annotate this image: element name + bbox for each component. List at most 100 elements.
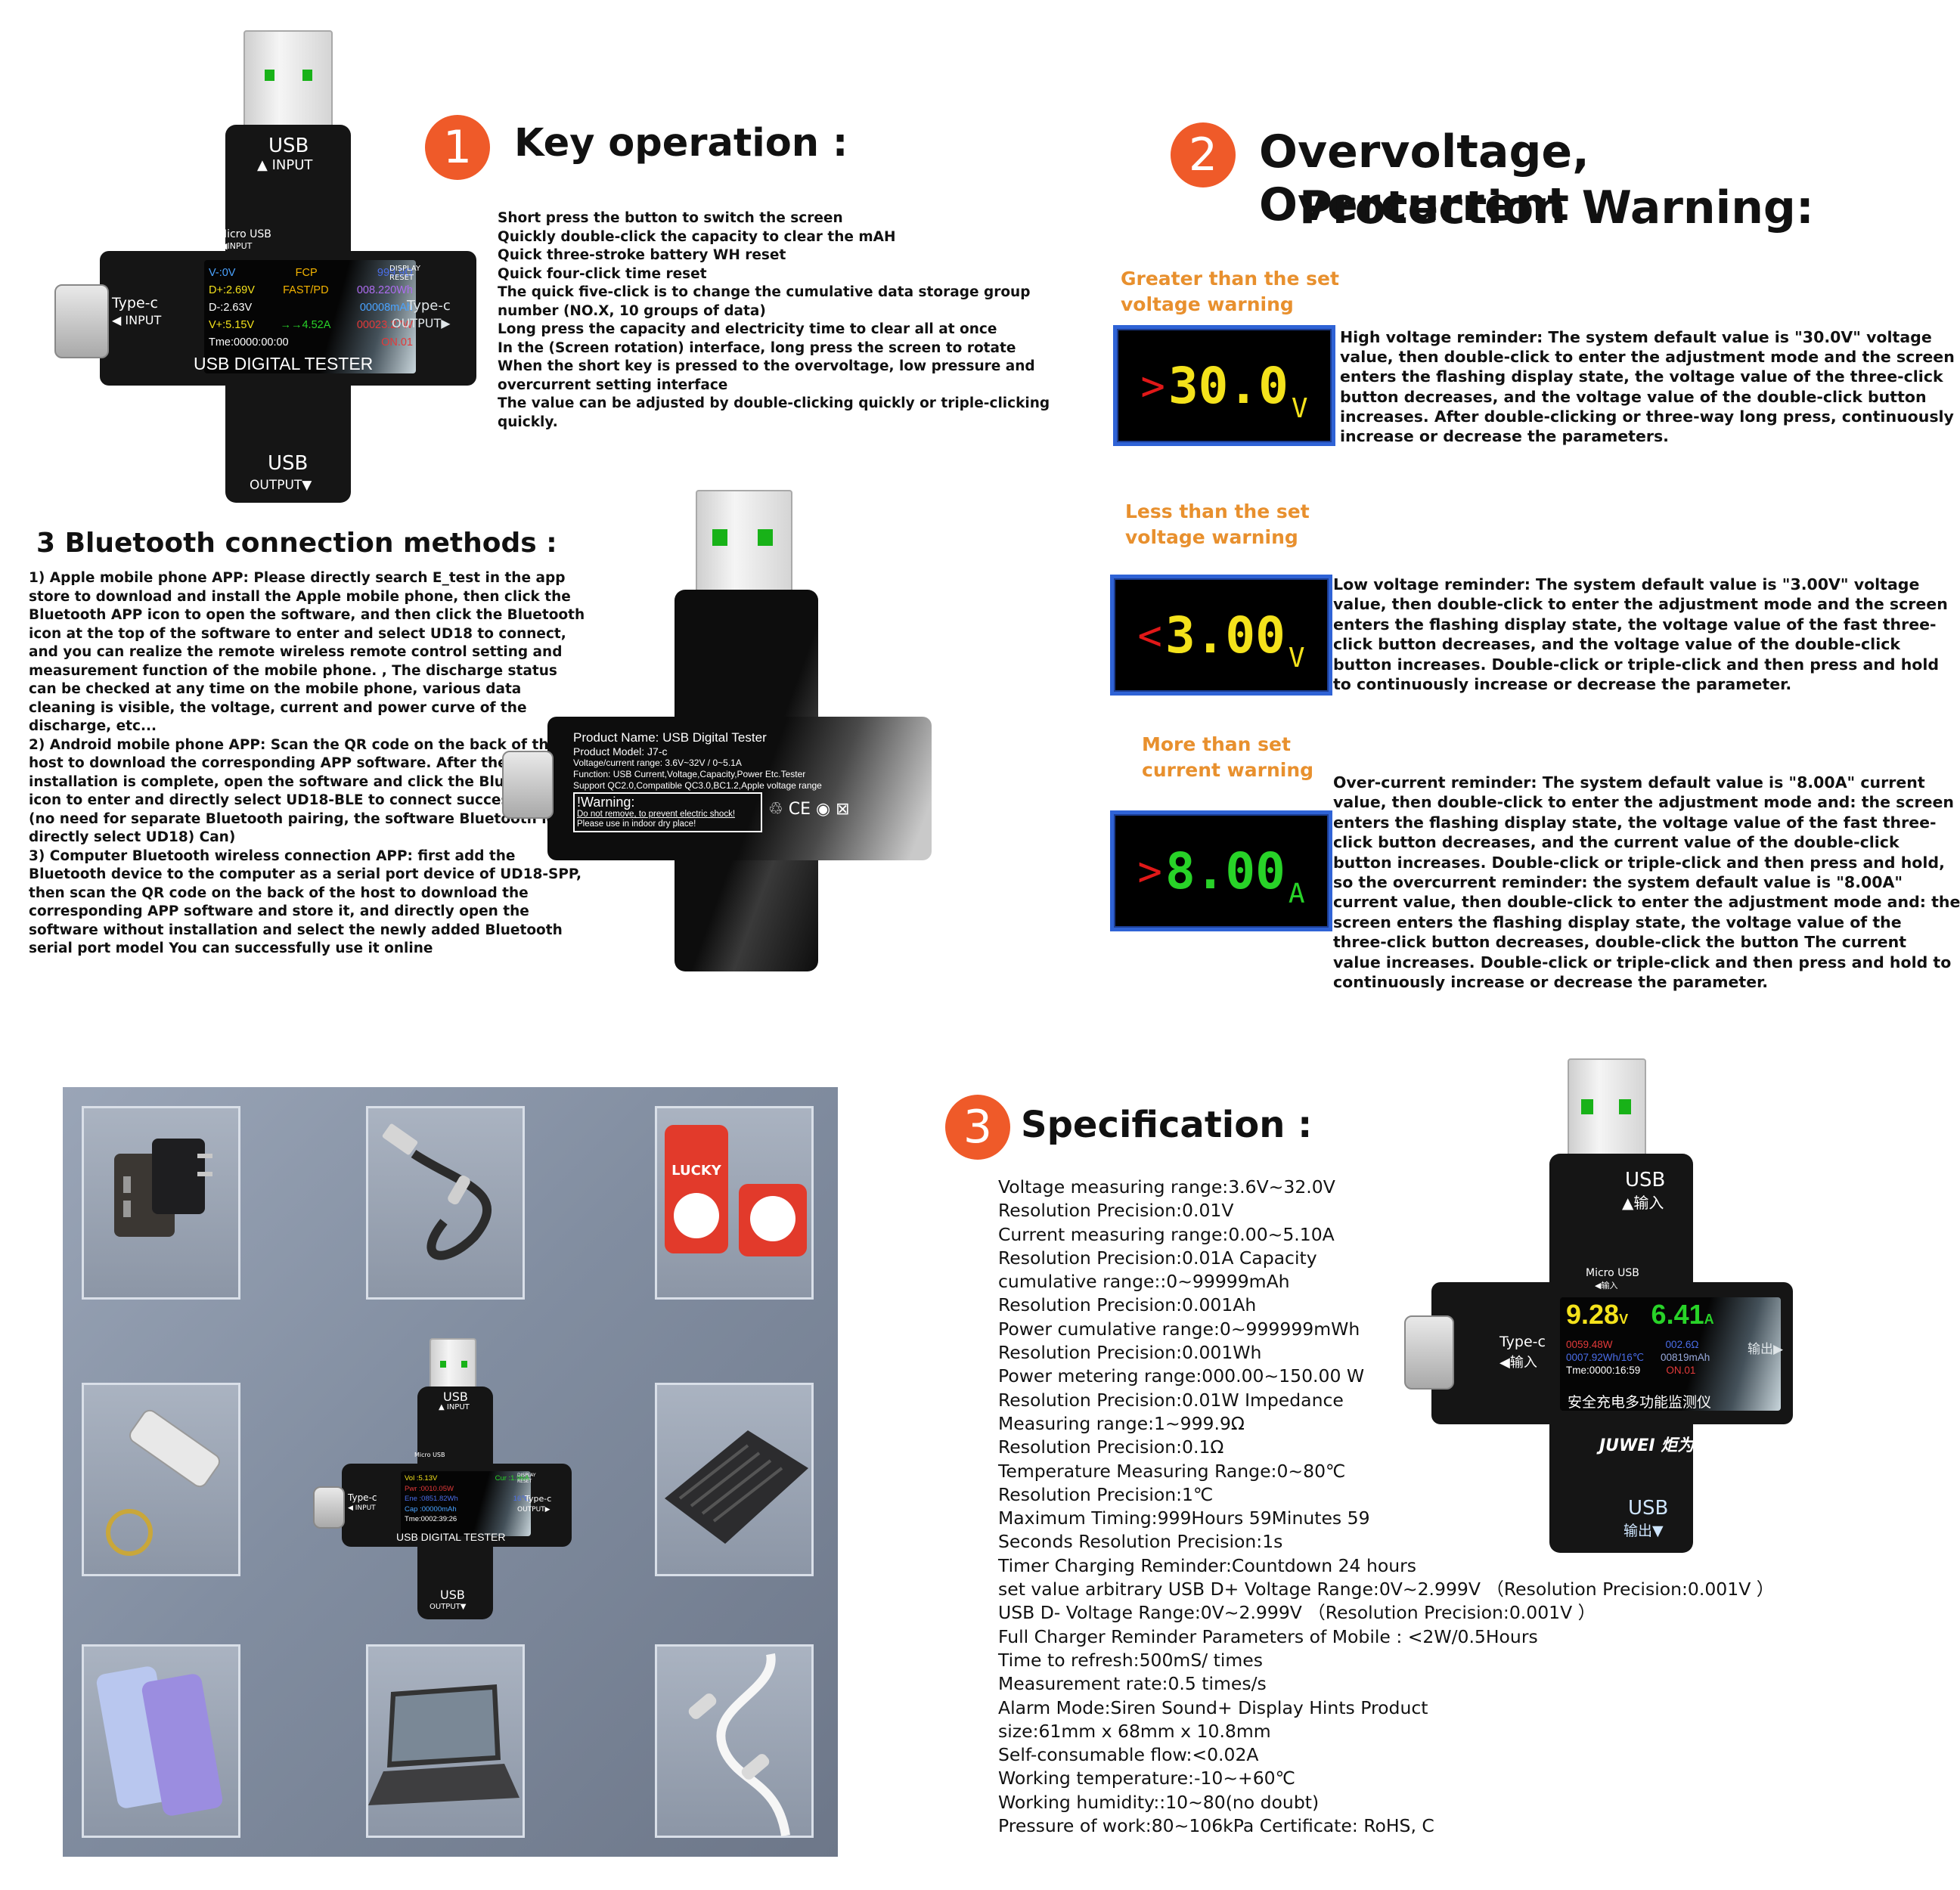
cn-typec-left: Type-c	[1499, 1334, 1546, 1350]
charger-icon	[114, 1139, 212, 1237]
high-voltage-line: High voltage reminder: The system defaul…	[1340, 328, 1932, 346]
high-voltage-line: increase or decrease the parameters.	[1340, 427, 1669, 446]
screen-value: ON.01	[381, 336, 413, 349]
spec-line: Resolution Precision:0.001Wh	[998, 1342, 1262, 1364]
bluetooth-line: then scan the QR code on the back of the…	[29, 885, 529, 901]
spec-line: Timer Charging Reminder:Countdown 24 hou…	[998, 1554, 1417, 1576]
product-support: Support QC2.0,Compatible QC3.0,BC1.2,App…	[573, 780, 822, 791]
grid-usb-top: USB	[443, 1390, 468, 1404]
spec-line: Current measuring range:0.00~5.10A	[998, 1223, 1335, 1245]
screen-value: FAST/PD	[283, 284, 329, 296]
low-voltage-line: Low voltage reminder: The system default…	[1333, 575, 1920, 593]
low-voltage-line: enters the flashing display state, the v…	[1333, 615, 1937, 634]
cat-card	[739, 1184, 807, 1256]
grid-screen-row: Tme:0002:39:26	[405, 1514, 529, 1525]
bluetooth-text: 1) Apple mobile phone APP: Please direct…	[29, 569, 585, 959]
cn-name: 安全充电多功能监测仪	[1568, 1394, 1712, 1411]
spec-line: Measuring range:1~999.9Ω	[998, 1412, 1245, 1434]
usb-cable-icon	[382, 1123, 492, 1260]
type-c-left-sub: ◀ INPUT	[112, 313, 162, 327]
type-c-left-label: Type-c	[112, 295, 158, 311]
key-operation-line: number (NO.X, 10 groups of data)	[498, 302, 766, 319]
bluetooth-line: can be checked at any time on the mobile…	[29, 681, 522, 697]
key-operation-line: Quick four-click time reset	[498, 265, 707, 282]
grid-screen-value: Vol :5.13V	[405, 1474, 438, 1483]
lcd-low-voltage: < 3.00 V	[1110, 575, 1332, 696]
spec-line: USB D- Voltage Range:0V~2.999V （Resoluti…	[998, 1602, 1596, 1624]
screen-value: 008.220Wh	[356, 284, 413, 296]
cn-micro-input: ◀输入	[1595, 1281, 1618, 1290]
bluetooth-line: measurement function of the mobile phone…	[29, 662, 557, 679]
lucky-text: LUCKY	[671, 1163, 721, 1179]
cn-usb-bottom: USB	[1628, 1497, 1669, 1520]
low-voltage-line: button increases. Double-click or triple…	[1333, 655, 1940, 674]
over-current-line: button increases. Double-click or triple…	[1333, 853, 1945, 872]
key-operation-line: Short press the button to switch the scr…	[498, 210, 843, 226]
spec-line: Time to refresh:500mS/ times	[998, 1649, 1263, 1671]
bluetooth-line: 3) Computer Bluetooth wireless connectio…	[29, 847, 516, 864]
cn-usb-top: USB	[1625, 1169, 1666, 1191]
spec-line: Power cumulative range:0~999999mWh	[998, 1318, 1360, 1340]
cn-big-voltage-unit: V	[1619, 1312, 1629, 1327]
tester-device-cn: USB ▲输入 Micro USB ◀输入 Type-c ◀输入 9.28V 6…	[1403, 1058, 1796, 1557]
spec-line: size:61mm x 68mm x 10.8mm	[998, 1720, 1271, 1742]
spec-line: Voltage measuring range:3.6V~32.0V	[998, 1176, 1335, 1198]
spec-line: Working temperature:-10~+60℃	[998, 1768, 1296, 1789]
grid-screen-value: Cur :1.96A	[495, 1474, 529, 1483]
laptop-icon	[368, 1684, 519, 1805]
section2-title-line1: Overvoltage, Overcurrent	[1259, 125, 1589, 231]
usb-input-label: USB	[268, 135, 309, 157]
product-model: Product Model: J7-c	[573, 745, 668, 758]
tile-phones	[82, 1644, 240, 1838]
product-range: Voltage/current range: 3.6V~32V / 0~5.1A	[573, 758, 742, 768]
bluetooth-title: 3 Bluetooth connection methods :	[36, 528, 557, 559]
certification-icons: ♲ CE ◉ ⊠	[768, 800, 850, 819]
over-current-line: Over-current reminder: The system defaul…	[1333, 773, 1925, 792]
spec-line: Full Charger Reminder Parameters of Mobi…	[998, 1625, 1538, 1647]
grid-screen-value: Cap :00000mAh	[405, 1504, 457, 1514]
key-operation-line: Quick three-stroke battery WH reset	[498, 247, 786, 263]
screen-value: 00023.27W	[356, 319, 413, 331]
over-current-line: screen enters the flashing display state…	[1333, 912, 1902, 931]
over-current-line: click button decreases, and the current …	[1333, 833, 1900, 852]
grid-screen-value: 16℃	[513, 1495, 529, 1503]
bluetooth-line: serial port model You can successfully u…	[29, 940, 433, 956]
low-voltage-line: value, then double-click to enter the ad…	[1333, 595, 1948, 614]
warning-box: !Warning: Do not remove, to prevent elec…	[573, 792, 762, 832]
grid-display-reset: DISPLAY RESET	[517, 1473, 536, 1484]
grid-typec-right-sub: OUTPUT▶	[517, 1506, 550, 1514]
key-operation-line: The quick five-click is to change the cu…	[498, 284, 1031, 300]
bluetooth-line: directly select UD18) Can)	[29, 829, 236, 845]
spec-line: Power metering range:000.00~150.00 W	[998, 1365, 1365, 1387]
grid-typec-right: Type-c	[525, 1494, 552, 1504]
cn-energy: 0007.92Wh/16℃	[1566, 1352, 1644, 1363]
bluetooth-line: discharge, etc...	[29, 718, 157, 734]
key-operation-text: Short press the button to switch the scr…	[498, 209, 1050, 432]
grid-device-name: USB DIGITAL TESTER	[396, 1531, 506, 1543]
spec-line: Resolution Precision:1℃	[998, 1483, 1214, 1505]
bluetooth-line: host to download the corresponding APP s…	[29, 755, 507, 771]
grid-micro-usb: Micro USB	[414, 1452, 445, 1458]
over-current-line: continuously increase or decrease the pa…	[1333, 973, 1769, 992]
product-name: Product Name: USB Digital Tester	[573, 730, 767, 745]
tile-hard-drive	[655, 1383, 814, 1576]
type-c-port-left	[54, 284, 109, 358]
micro-usb-label: Micro USB	[218, 228, 271, 240]
key-operation-line: In the (Screen rotation) interface, long…	[498, 339, 1016, 356]
grid-screen-row: Vol :5.13V Cur :1.96A	[405, 1473, 529, 1484]
warning-line1: Do not remove, to prevent electric shock…	[577, 810, 736, 819]
grid-typec-left-sub: ◀ INPUT	[348, 1504, 376, 1512]
high-voltage-line: value, then double-click to enter the ad…	[1340, 348, 1955, 367]
bluetooth-line: store to download and install the Apple …	[29, 588, 571, 605]
type-c-port-back	[502, 751, 554, 819]
bluetooth-line: icon to enter and directly select UD18-B…	[29, 792, 553, 808]
bluetooth-line: 1) Apple mobile phone APP: Please direct…	[29, 570, 566, 586]
output-arrow-label: OUTPUT▼	[250, 478, 312, 493]
section2-badge: 2	[1171, 122, 1236, 187]
section3-badge: 3	[945, 1095, 1010, 1160]
cn-input: ▲输入	[1622, 1194, 1664, 1212]
device-back-horizontal	[547, 717, 932, 860]
usb-stick-icon	[106, 1409, 220, 1556]
